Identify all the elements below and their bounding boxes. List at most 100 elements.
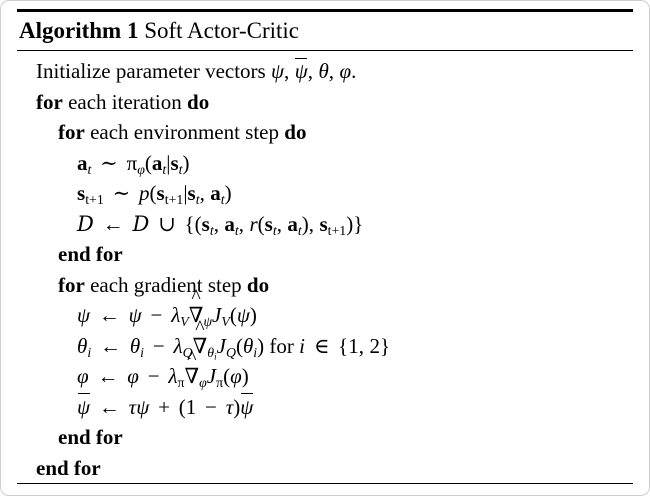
number-two: 2 (369, 333, 380, 358)
subscript-t-plus-1: t+1 (85, 192, 104, 208)
algorithm-line-for-iteration: for each iteration do (17, 87, 633, 118)
symbol-theta-3: θ (129, 333, 141, 358)
algorithm-line-update-theta: θi←θi−λQ∇θiJQ(θi) for i∈{1,2} (17, 319, 633, 362)
vector-s-4: s (264, 211, 273, 236)
keyword-for-1: for (36, 89, 63, 114)
operator-minus-3: − (147, 364, 160, 389)
rule-top (17, 9, 633, 12)
symbol-phi-2: φ (77, 364, 89, 389)
paren-open-2: ( (149, 181, 157, 206)
symbol-lambda-pi: λ (168, 364, 178, 389)
paren-open-4: ( (257, 211, 265, 236)
subscript-phi: φ (137, 161, 145, 177)
subscript-t-9: t (297, 222, 302, 238)
algorithm-line-for-environment-step: for each environment step do (17, 117, 633, 148)
keyword-for-2: for (58, 120, 85, 145)
symbol-theta-4: θ (242, 333, 254, 358)
paren-open-8: ( (178, 394, 186, 419)
keyword-end-for-1: end for (58, 242, 123, 267)
paren-open-3: ( (194, 211, 202, 236)
keyword-do-2: do (284, 120, 307, 145)
vector-a-2: a (151, 150, 163, 175)
vector-a: a (77, 150, 88, 175)
algorithm-line-sample-action: at∼πφ(at|st) (17, 148, 633, 179)
paren-close-4: ) (301, 211, 309, 236)
operator-element-of: ∈ (313, 333, 330, 358)
algorithm-line-replay-buffer-update: D←D∪{(st,at,r(st,at),st+1)} (17, 209, 633, 240)
symbol-pi: π (126, 150, 138, 175)
algorithm-line-end-for-gradient: end for (17, 422, 633, 453)
symbol-psi-2: ψ (77, 303, 91, 328)
vector-a-3: a (210, 181, 221, 206)
symbol-index-i: i (299, 333, 305, 358)
operator-assign-4: ← (97, 364, 119, 389)
symbol-dataset-d-2: D (132, 211, 150, 236)
operator-plus: + (158, 394, 170, 419)
symbol-psi-4: ψ (236, 303, 250, 328)
symbol-psi-5: ψ (136, 394, 150, 419)
subscript-t-2: t (162, 161, 167, 177)
symbol-p: p (139, 181, 150, 206)
operator-sim-2: ∼ (112, 181, 131, 206)
comma-1: , (284, 59, 290, 84)
algorithm-body: Initialize parameter vectors ψ,ψ,θ,φ. fo… (17, 51, 633, 483)
symbol-objective-j: J (212, 303, 222, 328)
keyword-end-for-2: end for (58, 425, 123, 450)
subscript-i-1: i (87, 344, 92, 360)
operator-minus-1: − (150, 303, 163, 328)
text-each-iteration: each iteration (62, 89, 188, 114)
brace-open-2: { (338, 333, 349, 358)
operator-minus-4: − (205, 394, 217, 419)
operator-nabla-hat-3: ∇ (184, 350, 199, 392)
symbol-lambda-v: λ (171, 303, 181, 328)
paren-close-1: ) (182, 150, 190, 175)
subscript-q-2: Q (225, 344, 236, 360)
algorithm-line-update-psi: ψ←ψ−λV∇ψJV(ψ) (17, 289, 633, 331)
symbol-tau: τ (128, 394, 137, 419)
paren-open-1: ( (144, 150, 152, 175)
subscript-t-7: t (234, 222, 239, 238)
vector-s-5: s (319, 211, 328, 236)
vector-s: s (170, 150, 179, 175)
conditional-bar-2: | (183, 181, 188, 206)
operator-minus-2: − (152, 333, 165, 358)
symbol-objective-j-3: J (206, 364, 217, 389)
algorithm-line-update-phi: φ←φ−λπ∇φJπ(φ) (17, 350, 633, 392)
vector-a-5: a (287, 211, 298, 236)
rule-title-separator (17, 50, 633, 52)
symbol-psi-bar: ψ (295, 56, 308, 87)
vector-s-next: s (77, 181, 86, 206)
subscript-t: t (87, 161, 92, 177)
subscript-pi-2: π (216, 375, 224, 391)
subscript-t-3: t (178, 161, 183, 177)
vector-s-2: s (187, 181, 196, 206)
symbol-phi: φ (339, 59, 352, 84)
algorithm-line-for-gradient-step: for each gradient step do (17, 270, 633, 301)
brace-close-2: } (379, 333, 391, 358)
paren-close-8: ) (233, 394, 241, 419)
number-one-2: 1 (185, 394, 197, 419)
symbol-dataset-d: D (77, 211, 94, 236)
algorithm-line-initialize: Initialize parameter vectors ψ,ψ,θ,φ. (17, 56, 633, 87)
symbol-phi-3: φ (127, 364, 139, 389)
subscript-pi: π (177, 375, 185, 391)
algorithm-name-label: Soft Actor-Critic (144, 18, 299, 43)
comma-4: , (199, 181, 205, 206)
subscript-t-5: t (220, 192, 225, 208)
text-for-i: for (264, 333, 300, 358)
comma-3: , (328, 59, 335, 84)
comma-9: , (358, 333, 365, 358)
symbol-tau-2: τ (225, 394, 234, 419)
subscript-t-4: t (195, 192, 200, 208)
algorithm-line-end-for-environment: end for (17, 239, 633, 270)
text-each-gradient-step: each gradient step (84, 272, 247, 297)
subscript-phi-2: φ (199, 375, 207, 391)
operator-assign-3: ← (100, 333, 121, 358)
paren-close-6: ) (257, 333, 265, 358)
vector-s-3: s (201, 211, 210, 236)
algorithm-line-sample-next-state: st+1∼p(st+1|st,at) (17, 178, 633, 209)
paren-open-6: ( (235, 333, 243, 358)
operator-sim: ∼ (100, 150, 118, 175)
operator-assign-5: ← (98, 394, 120, 419)
